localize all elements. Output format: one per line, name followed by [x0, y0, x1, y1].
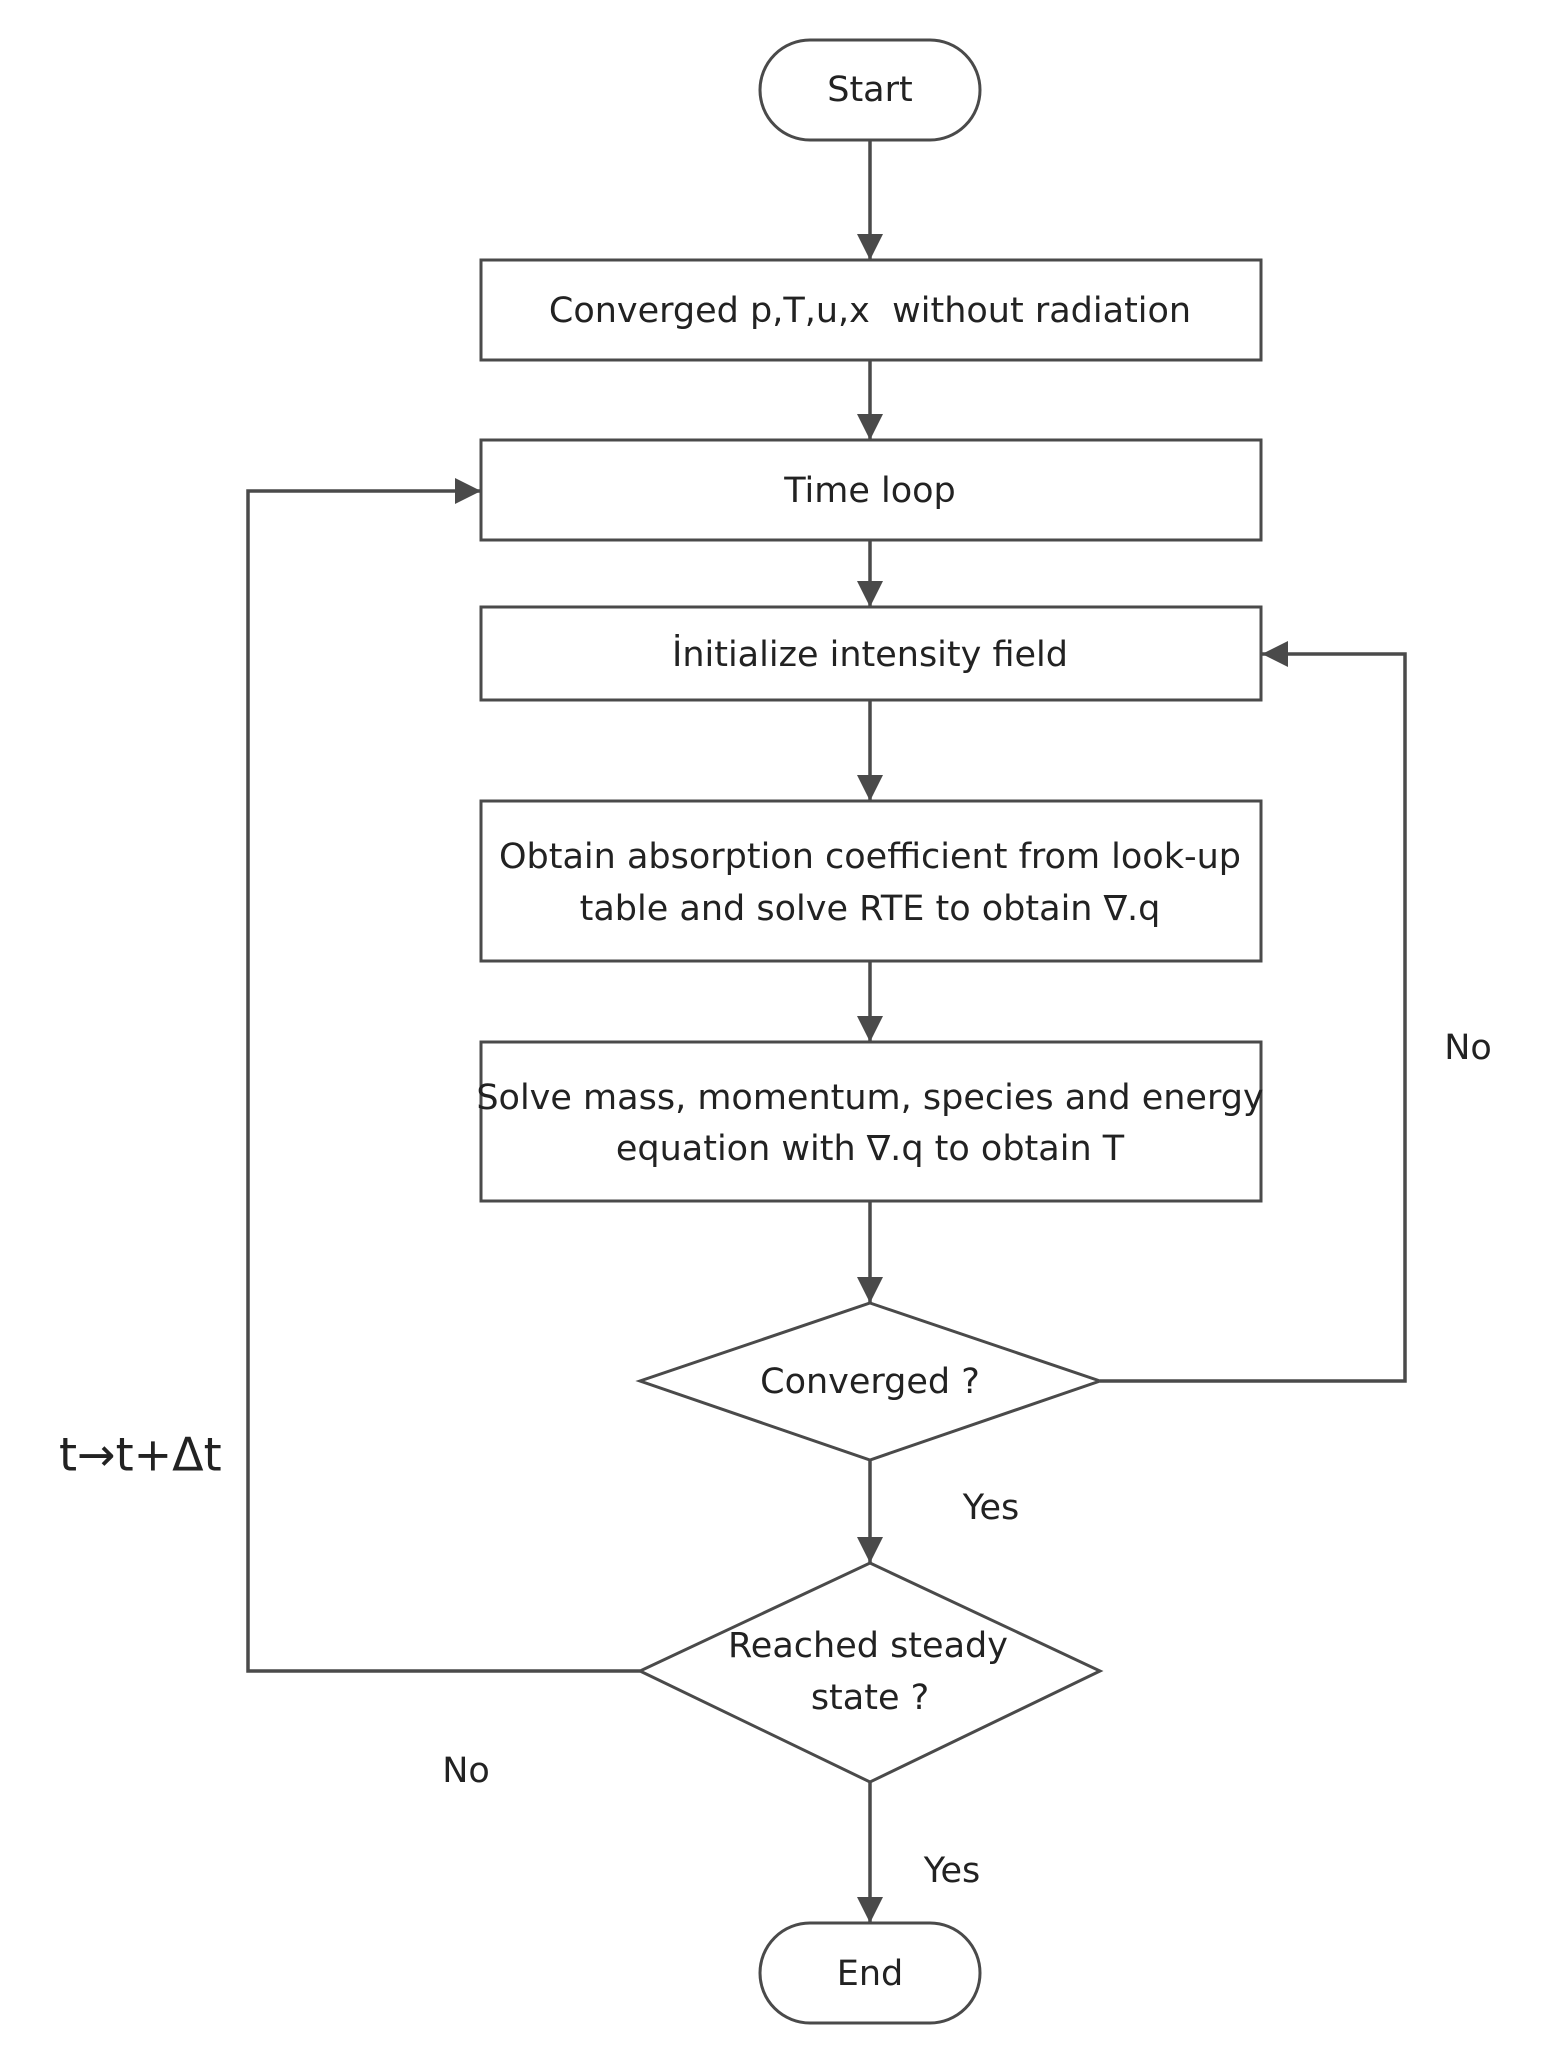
end-label: End — [837, 1954, 904, 1994]
start-node: Start — [758, 38, 982, 142]
edge-converged-no-loop — [1100, 641, 1407, 1383]
decision-converged: Converged ? — [635, 1301, 1105, 1462]
edge-steady-no-loop — [246, 478, 640, 1673]
start-label: Start — [827, 70, 913, 110]
process-solve-equations: Solve mass, momentum, species and energy… — [476, 1040, 1264, 1203]
steady-state-label-line2: state ? — [811, 1678, 929, 1718]
solve-equations-label-line1: Solve mass, momentum, species and energy — [476, 1078, 1263, 1118]
end-node: End — [758, 1921, 982, 2025]
steady-no-label: No — [442, 1751, 490, 1791]
process-converged-without-radiation: Converged p,T,u,x without radiation — [479, 258, 1263, 362]
process-initialize-intensity: İnitialize intensity field — [479, 605, 1263, 702]
solve-equations-label-line2: equation with ∇.q to obtain T — [616, 1129, 1125, 1169]
process-absorption-rte: Obtain absorption coefficient from look-… — [479, 799, 1263, 963]
process-time-loop: Time loop — [479, 438, 1263, 542]
time-loop-label: Time loop — [783, 471, 956, 511]
absorption-label-line1: Obtain absorption coefficient from look-… — [499, 837, 1241, 877]
time-step-label: t→t+Δt — [59, 1428, 222, 1482]
initialize-intensity-label: İnitialize intensity field — [672, 633, 1068, 675]
decision-steady-state: Reached steady state ? — [636, 1561, 1104, 1784]
converged-no-label: No — [1444, 1028, 1492, 1068]
steady-yes-label: Yes — [923, 1851, 981, 1891]
steady-state-label-line1: Reached steady — [728, 1626, 1008, 1666]
converged-without-radiation-label: Converged p,T,u,x without radiation — [549, 291, 1191, 331]
absorption-label-line2: table and solve RTE to obtain ∇.q — [580, 889, 1161, 929]
edges — [246, 140, 1407, 1923]
converged-yes-label: Yes — [962, 1488, 1020, 1528]
converged-decision-label: Converged ? — [760, 1362, 980, 1402]
